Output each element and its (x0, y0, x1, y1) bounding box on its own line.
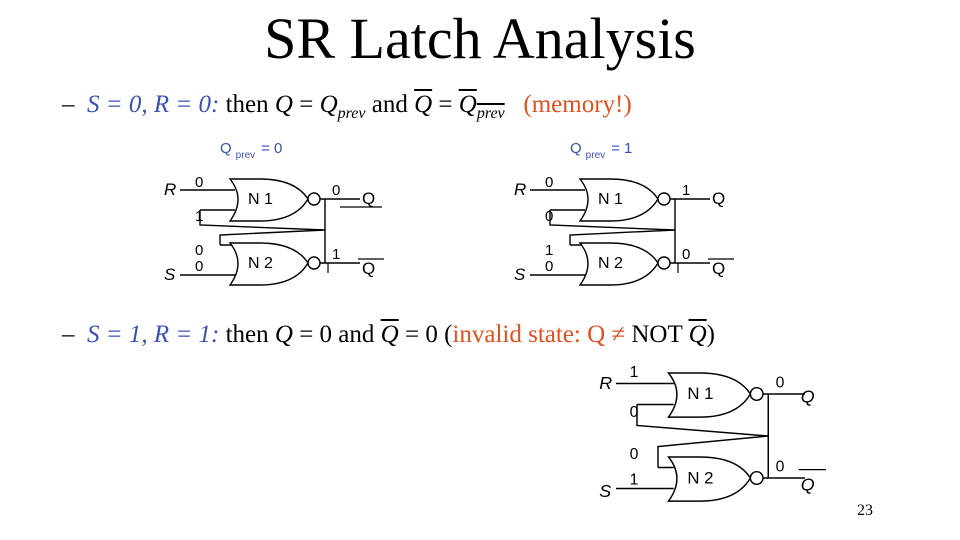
r-label: R (599, 373, 612, 393)
s-input-value: 0 (195, 258, 203, 275)
nor-gate-n2 (228, 242, 309, 286)
qbar-prev: Qprev (458, 91, 505, 122)
latch-circuit (530, 178, 710, 286)
then-text: then (225, 91, 269, 118)
q-output-value: 0 (332, 182, 340, 199)
gate-n2-label: N 2 (248, 255, 273, 272)
qbar-output-label: Q (801, 475, 815, 495)
qbar-output-label: Q (712, 259, 725, 278)
q-output-value: 1 (682, 182, 690, 199)
inverter-bubble-n2 (657, 256, 671, 270)
r-label: R (164, 180, 176, 199)
invalid-note: invalid state: Q ≠ (452, 321, 626, 348)
gate-n1-label: N 1 (598, 191, 623, 208)
equals-sign-2: = (438, 91, 453, 118)
inverter-bubble-n1 (749, 386, 764, 402)
n2-feedback-value: 0 (630, 446, 639, 463)
bullet-dash: – (62, 321, 75, 348)
qbar-output-value: 0 (776, 459, 785, 476)
n1-feedback-value: 0 (545, 208, 553, 225)
nor-gate-n2 (666, 456, 752, 502)
condition-text: S = 1, R = 1: (87, 321, 220, 348)
qbar-output-value: 0 (682, 246, 690, 263)
q-output-label: Q (362, 189, 375, 208)
q-output-label: Q (712, 189, 725, 208)
n1-feedback-value: 0 (630, 404, 639, 421)
s-input-value: 1 (630, 471, 639, 488)
n1-feedback-value: 1 (195, 208, 203, 225)
then-text: then (225, 321, 269, 348)
q-prev: Qprev (319, 91, 366, 122)
nor-gate-n1 (578, 178, 659, 222)
latch-circuit (180, 178, 382, 286)
qbar-symbol: Q (414, 91, 433, 118)
close-paren: ) (706, 321, 715, 348)
r-input-value: 0 (195, 174, 203, 191)
memory-note: (memory!) (523, 91, 632, 118)
condition-text: S = 0, R = 0: (87, 91, 220, 118)
inverter-bubble-n1 (657, 192, 671, 206)
slide-title: SR Latch Analysis (264, 6, 696, 71)
bullet-memory: – S = 0, R = 0: then Q = Qprev and Q = Q… (62, 90, 632, 129)
q-bar-final: Q (688, 321, 707, 348)
page-number: 23 (857, 502, 873, 519)
equals-sign: = (299, 91, 314, 118)
nor-gate-n1 (666, 372, 752, 418)
inverter-bubble-n2 (749, 470, 764, 486)
q-output-value: 0 (776, 375, 785, 392)
qbar-output-value: 1 (332, 246, 340, 263)
gate-n1-label: N 1 (687, 384, 713, 403)
q-symbol: Q (274, 321, 293, 348)
r-label: R (514, 180, 526, 199)
n2-feedback-value: 1 (545, 242, 553, 259)
latch-circuit (615, 372, 805, 502)
bullet-dash: – (62, 91, 75, 118)
sr-latch-diagram-3: R S 1 0 0 1 N 1 N 2 0 0 Q Q (599, 364, 826, 502)
and-text: and (371, 91, 408, 118)
qbar-symbol: Q (380, 321, 399, 348)
inverter-bubble-n2 (307, 256, 321, 270)
s-label: S (514, 265, 526, 284)
qbar-output-label: Q (362, 259, 375, 278)
s-input-value: 0 (545, 258, 553, 275)
s-label: S (164, 265, 176, 284)
r-input-value: 0 (545, 174, 553, 191)
q-symbol: Q (274, 91, 293, 118)
gate-n2-label: N 2 (598, 255, 623, 272)
not-text: NOT (631, 321, 683, 348)
q-output-label: Q (801, 386, 815, 406)
r-input-value: 1 (630, 364, 639, 381)
eq-zero-open: = 0 ( (404, 321, 453, 348)
gate-n1-label: N 1 (248, 191, 273, 208)
s-label: S (599, 481, 611, 501)
inverter-bubble-n1 (307, 192, 321, 206)
n2-feedback-value: 0 (195, 242, 203, 259)
bullet-invalid: – S = 1, R = 1: then Q = 0 and Q = 0 (in… (62, 320, 715, 350)
nor-gate-n1 (228, 178, 309, 222)
eq-zero-and: = 0 and (299, 321, 375, 348)
nor-gate-n2 (578, 242, 659, 286)
gate-n2-label: N 2 (687, 468, 713, 487)
